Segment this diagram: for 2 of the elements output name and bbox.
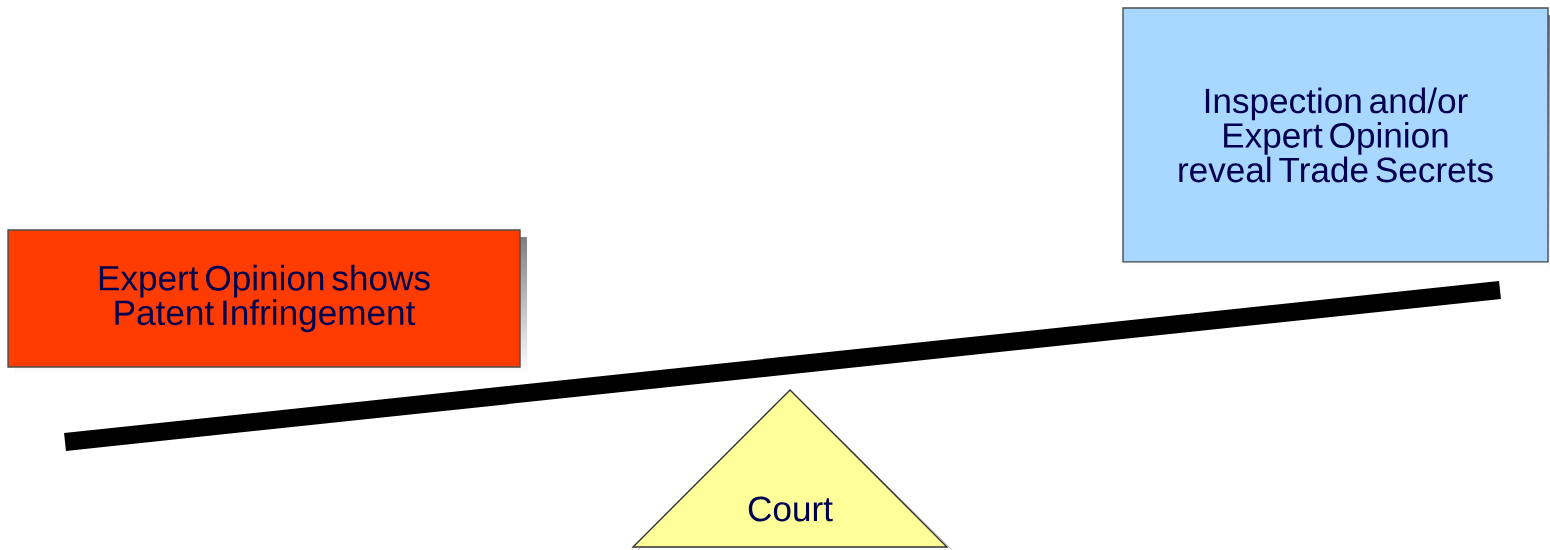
text-box: Inspection and/or Expert Opinion reveal Trade Secrets <box>1122 7 1550 269</box>
text-box: Expert Opinion shows Patent Infringement <box>7 229 527 374</box>
